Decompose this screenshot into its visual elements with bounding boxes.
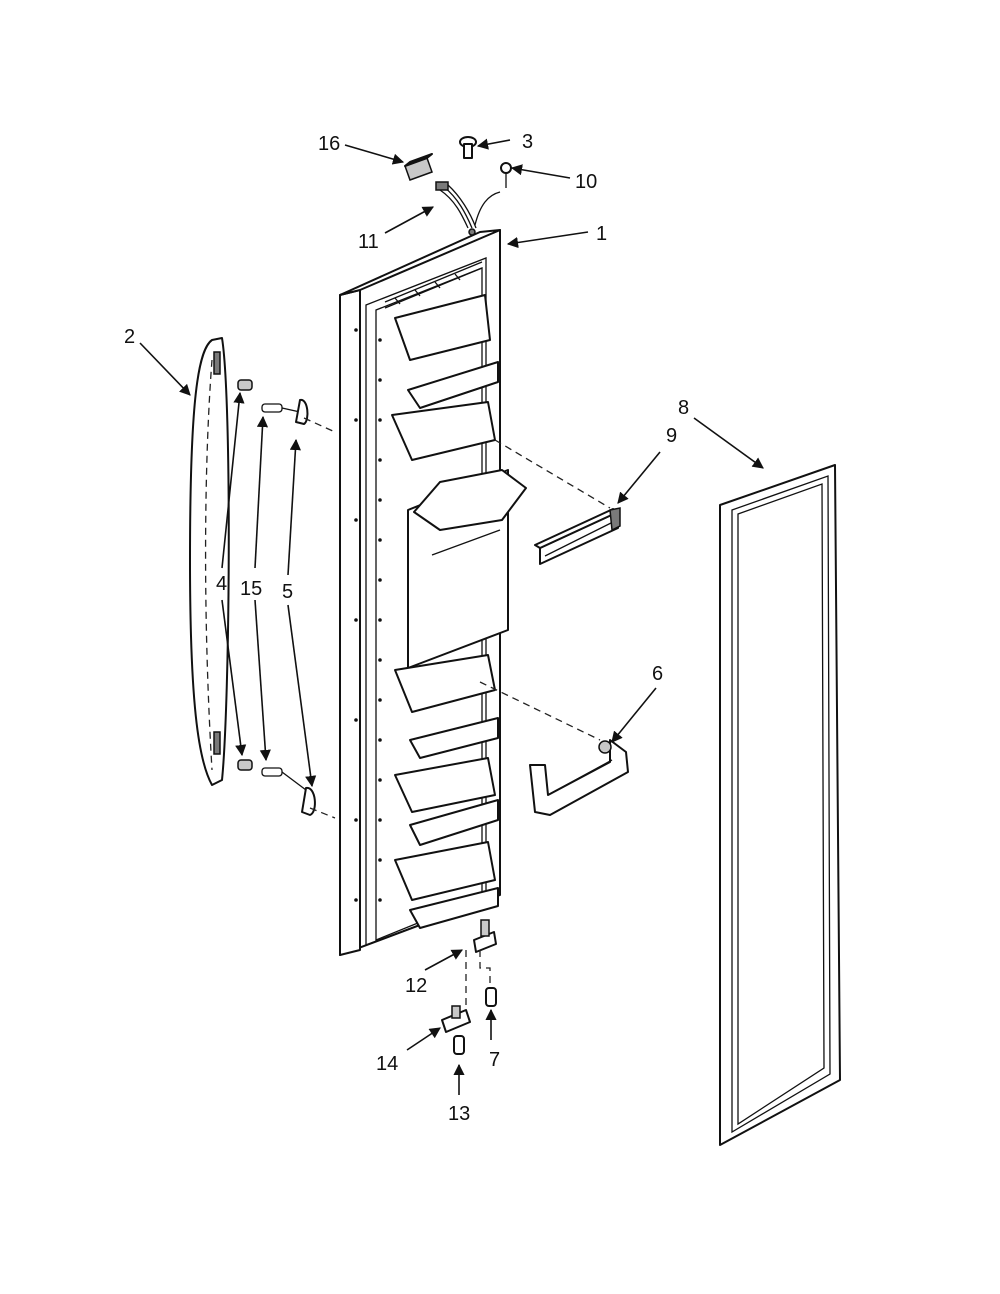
callout-3: 3 bbox=[522, 131, 533, 153]
callout-15: 15 bbox=[240, 578, 262, 600]
callout-7: 7 bbox=[489, 1049, 500, 1071]
wire-connector bbox=[404, 153, 433, 181]
callout-11: 11 bbox=[358, 231, 379, 253]
bottom-hinge-pin bbox=[473, 919, 497, 953]
hole-plug bbox=[459, 136, 477, 159]
liner-screw-holes bbox=[354, 328, 382, 902]
door-handle bbox=[189, 337, 230, 786]
callout-10: 10 bbox=[575, 171, 597, 193]
hinge-bracket bbox=[441, 1005, 471, 1033]
hinge-bushing bbox=[453, 1035, 465, 1055]
callout-5: 5 bbox=[282, 581, 293, 603]
callout-16: 16 bbox=[318, 133, 340, 155]
top-vent bbox=[384, 261, 483, 309]
callout-8: 8 bbox=[678, 397, 689, 419]
callout-12: 12 bbox=[405, 975, 427, 997]
dispenser-tray bbox=[413, 469, 527, 531]
dispenser-trim bbox=[494, 439, 621, 565]
door-gasket bbox=[719, 464, 841, 1146]
callout-4: 4 bbox=[216, 573, 227, 595]
mounting-screw bbox=[500, 162, 512, 188]
wire-harness bbox=[435, 181, 501, 236]
callout-leaders bbox=[139, 138, 764, 1095]
callout-1: 1 bbox=[596, 223, 607, 245]
hinge-screw bbox=[485, 987, 497, 1007]
door-bin bbox=[479, 681, 629, 816]
callout-2: 2 bbox=[124, 326, 135, 348]
handle-fasteners-bottom bbox=[237, 759, 336, 819]
callout-labels: 1 2 3 4 5 6 7 8 9 10 11 12 13 14 15 16 bbox=[124, 131, 689, 1125]
callout-14: 14 bbox=[376, 1053, 398, 1075]
door-assembly bbox=[339, 229, 527, 956]
handle-fasteners-top bbox=[237, 379, 336, 433]
callout-13: 13 bbox=[448, 1103, 470, 1125]
callout-9: 9 bbox=[666, 425, 677, 447]
callout-6: 6 bbox=[652, 663, 663, 685]
door-shelves bbox=[391, 294, 499, 929]
